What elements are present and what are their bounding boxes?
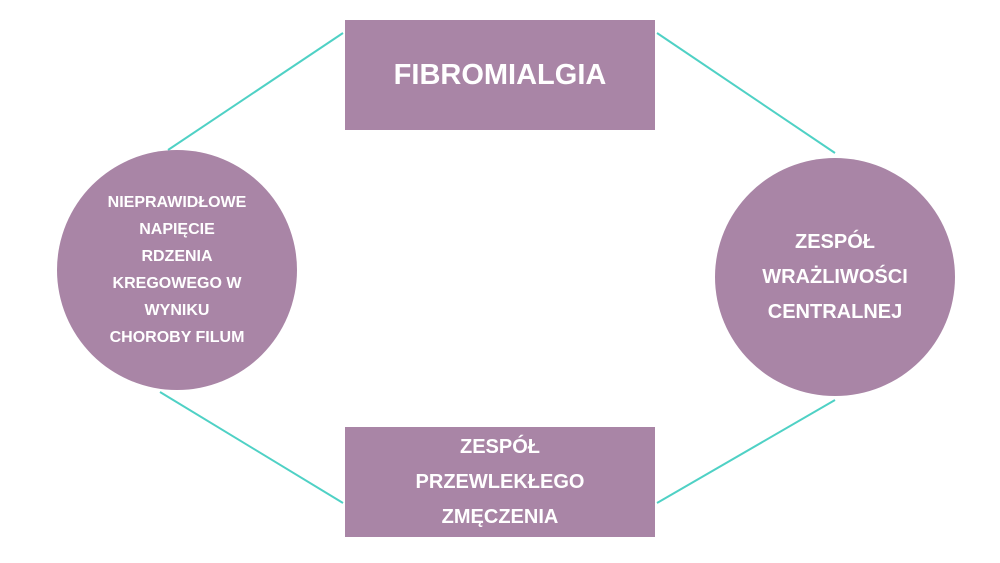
node-filum: NIEPRAWIDŁOWE NAPIĘCIE RDZENIA KREGOWEGO… bbox=[57, 150, 297, 390]
node-label: CHOROBY FILUM bbox=[109, 329, 245, 346]
node-label: ZESPÓŁ bbox=[794, 230, 875, 253]
node-fibromialgia: FIBROMIALGIA bbox=[345, 20, 655, 130]
node-label: NIEPRAWIDŁOWE bbox=[107, 194, 247, 211]
node-label: RDZENIA bbox=[141, 248, 213, 265]
node-label: ZMĘCZENIA bbox=[441, 505, 559, 528]
node-label: PRZEWLEKŁEGO bbox=[415, 470, 585, 493]
node-label: CENTRALNEJ bbox=[767, 300, 903, 323]
node-label: WYNIKU bbox=[144, 302, 210, 319]
connector-bottom-left bbox=[159, 391, 344, 504]
connector-top-left bbox=[167, 32, 344, 151]
connector-bottom-right bbox=[656, 399, 836, 504]
node-label: WRAŻLIWOŚCI bbox=[762, 265, 908, 288]
connector-top-right bbox=[656, 32, 836, 154]
node-central-sensitivity: ZESPÓŁ WRAŻLIWOŚCI CENTRALNEJ bbox=[715, 158, 955, 396]
node-label: KREGOWEGO W bbox=[112, 275, 242, 292]
node-label: NAPIĘCIE bbox=[139, 221, 215, 238]
node-label: FIBROMIALGIA bbox=[393, 58, 607, 91]
node-chronic-fatigue: ZESPÓŁ PRZEWLEKŁEGO ZMĘCZENIA bbox=[345, 427, 655, 537]
node-label: ZESPÓŁ bbox=[459, 435, 540, 458]
